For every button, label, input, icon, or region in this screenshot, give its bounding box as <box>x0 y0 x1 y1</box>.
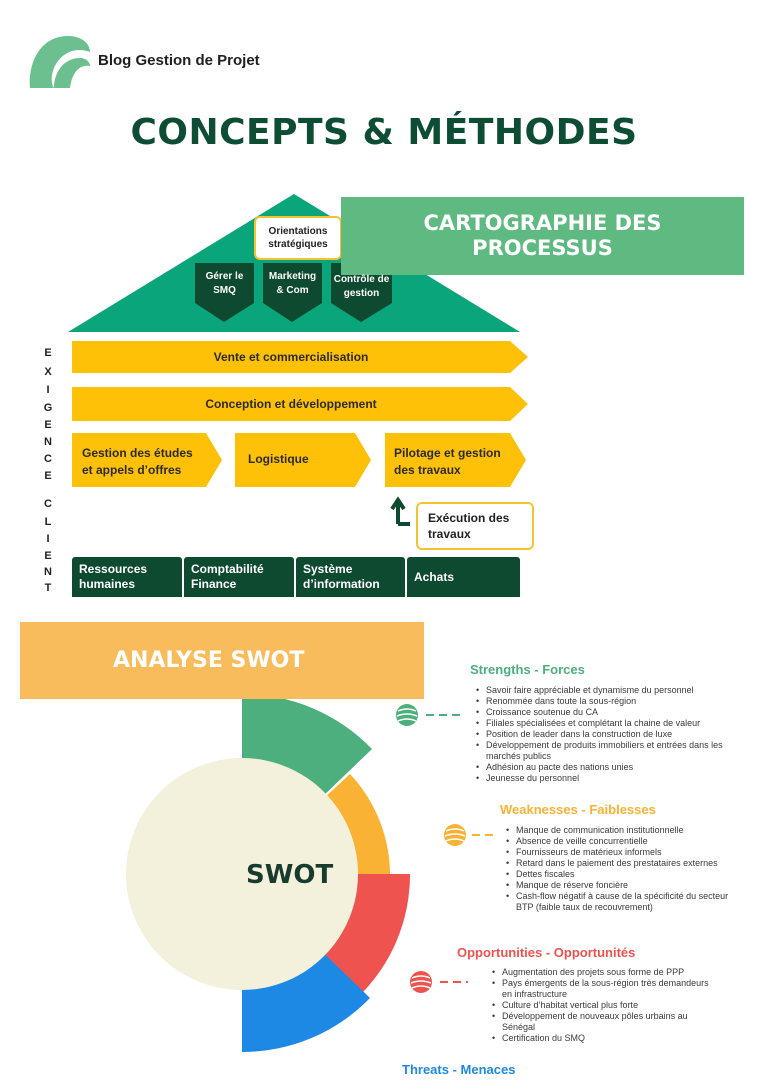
swot-diagram <box>126 693 496 1053</box>
vertical-letter: I <box>46 533 50 545</box>
process-vente: Vente et commercialisation <box>213 350 369 364</box>
weaknesses-title: Weaknesses - Faiblesses <box>500 802 656 817</box>
vertical-letter: C <box>44 498 52 510</box>
list-item: Retard dans le paiement des prestataires… <box>506 858 738 869</box>
vertical-letter: E <box>44 347 52 359</box>
support-achats: Achats <box>407 557 520 597</box>
list-item: Culture d’habitat vertical plus forte <box>492 1000 718 1011</box>
weaknesses-connector <box>444 824 496 846</box>
list-item: Fournisseurs de matérieux informels <box>506 847 738 858</box>
swot-center-label: SWOT <box>246 860 334 890</box>
list-item: Manque de réserve foncière <box>506 880 738 891</box>
logo-text: Blog Gestion de Projet <box>98 52 260 69</box>
list-item: Savoir faire appréciable et dynamisme du… <box>476 685 738 696</box>
swot-center-circle <box>126 758 358 990</box>
vertical-letter: N <box>44 436 52 448</box>
vertical-letter: E <box>44 550 52 562</box>
cartographie-banner: CARTOGRAPHIE DES PROCESSUS <box>341 197 744 275</box>
vertical-letter: N <box>44 566 52 578</box>
vertical-letter: X <box>44 366 52 378</box>
list-item: Manque de communication institutionnelle <box>506 825 738 836</box>
orientations-box: Orientations stratégiques <box>254 216 342 260</box>
vertical-letter: G <box>43 402 53 414</box>
list-item: Cash-flow négatif à cause de la spécific… <box>506 891 738 913</box>
vertical-letter: E <box>44 470 52 482</box>
strengths-connector <box>396 704 464 726</box>
list-item: Pays émergents de la sous-région très de… <box>492 978 718 1000</box>
list-item: Dettes fiscales <box>506 869 738 880</box>
list-item: Certification du SMQ <box>492 1033 718 1044</box>
list-item: Développement de nouveaux pôles urbains … <box>492 1011 718 1033</box>
vertical-letter: I <box>46 384 50 396</box>
list-item: Absence de veille concurrentielle <box>506 836 738 847</box>
pilotage-label-2: Marketing& Com <box>268 271 317 296</box>
orientations-line2: stratégiques <box>268 239 328 250</box>
pilotage-pentagon-2 <box>263 263 322 322</box>
list-item: Renommée dans toute la sous-région <box>476 696 738 707</box>
blog-logo-icon <box>29 36 90 88</box>
execution-connector <box>390 496 410 526</box>
threats-title: Threats - Menaces <box>402 1062 516 1077</box>
arrow-row3c-shape <box>385 433 526 487</box>
vertical-letter: L <box>44 516 52 528</box>
arrow-row1-shape <box>72 341 528 373</box>
arrow-row3a-shape <box>72 433 222 487</box>
opportunities-connector <box>410 971 468 993</box>
list-item: Croissance soutenue du CA <box>476 707 738 718</box>
vertical-letter: T <box>44 582 52 594</box>
opportunities-title: Opportunities - Opportunités <box>457 945 636 960</box>
opportunities-list: Augmentation des projets sous forme de P… <box>492 967 718 1044</box>
list-item: Position de leader dans la construction … <box>476 729 738 740</box>
strengths-title: Strengths - Forces <box>470 662 585 677</box>
process-map-graphics <box>68 194 528 526</box>
strengths-list: Savoir faire appréciable et dynamisme du… <box>476 685 738 784</box>
process-conception: Conception et développement <box>205 397 377 411</box>
arrow-row3b-shape <box>235 433 371 487</box>
pilotage-pentagon-1 <box>195 263 254 322</box>
vertical-letter: C <box>44 453 52 465</box>
vertical-letter: E <box>44 419 52 431</box>
swot-banner: ANALYSE SWOT <box>20 622 424 699</box>
cartographie-banner-line1: CARTOGRAPHIE DES <box>423 211 662 235</box>
list-item: Adhésion au pacte des nations unies <box>476 762 738 773</box>
list-item: Filiales spécialisées et complétant la c… <box>476 718 738 729</box>
arrow-row2-shape <box>72 387 528 421</box>
cartographie-banner-line2: PROCESSUS <box>472 236 613 260</box>
weaknesses-list: Manque de communication institutionnelle… <box>506 825 738 913</box>
process-logistique: Logistique <box>248 452 309 466</box>
list-item: Augmentation des projets sous forme de P… <box>492 967 718 978</box>
list-item: Développement de produits immobiliers et… <box>476 740 738 762</box>
list-item: Jeunesse du personnel <box>476 773 738 784</box>
pilotage-pentagon-3 <box>331 263 392 322</box>
orientations-line1: Orientations <box>268 226 328 237</box>
page-title: CONCEPTS & MÉTHODES <box>130 112 638 153</box>
